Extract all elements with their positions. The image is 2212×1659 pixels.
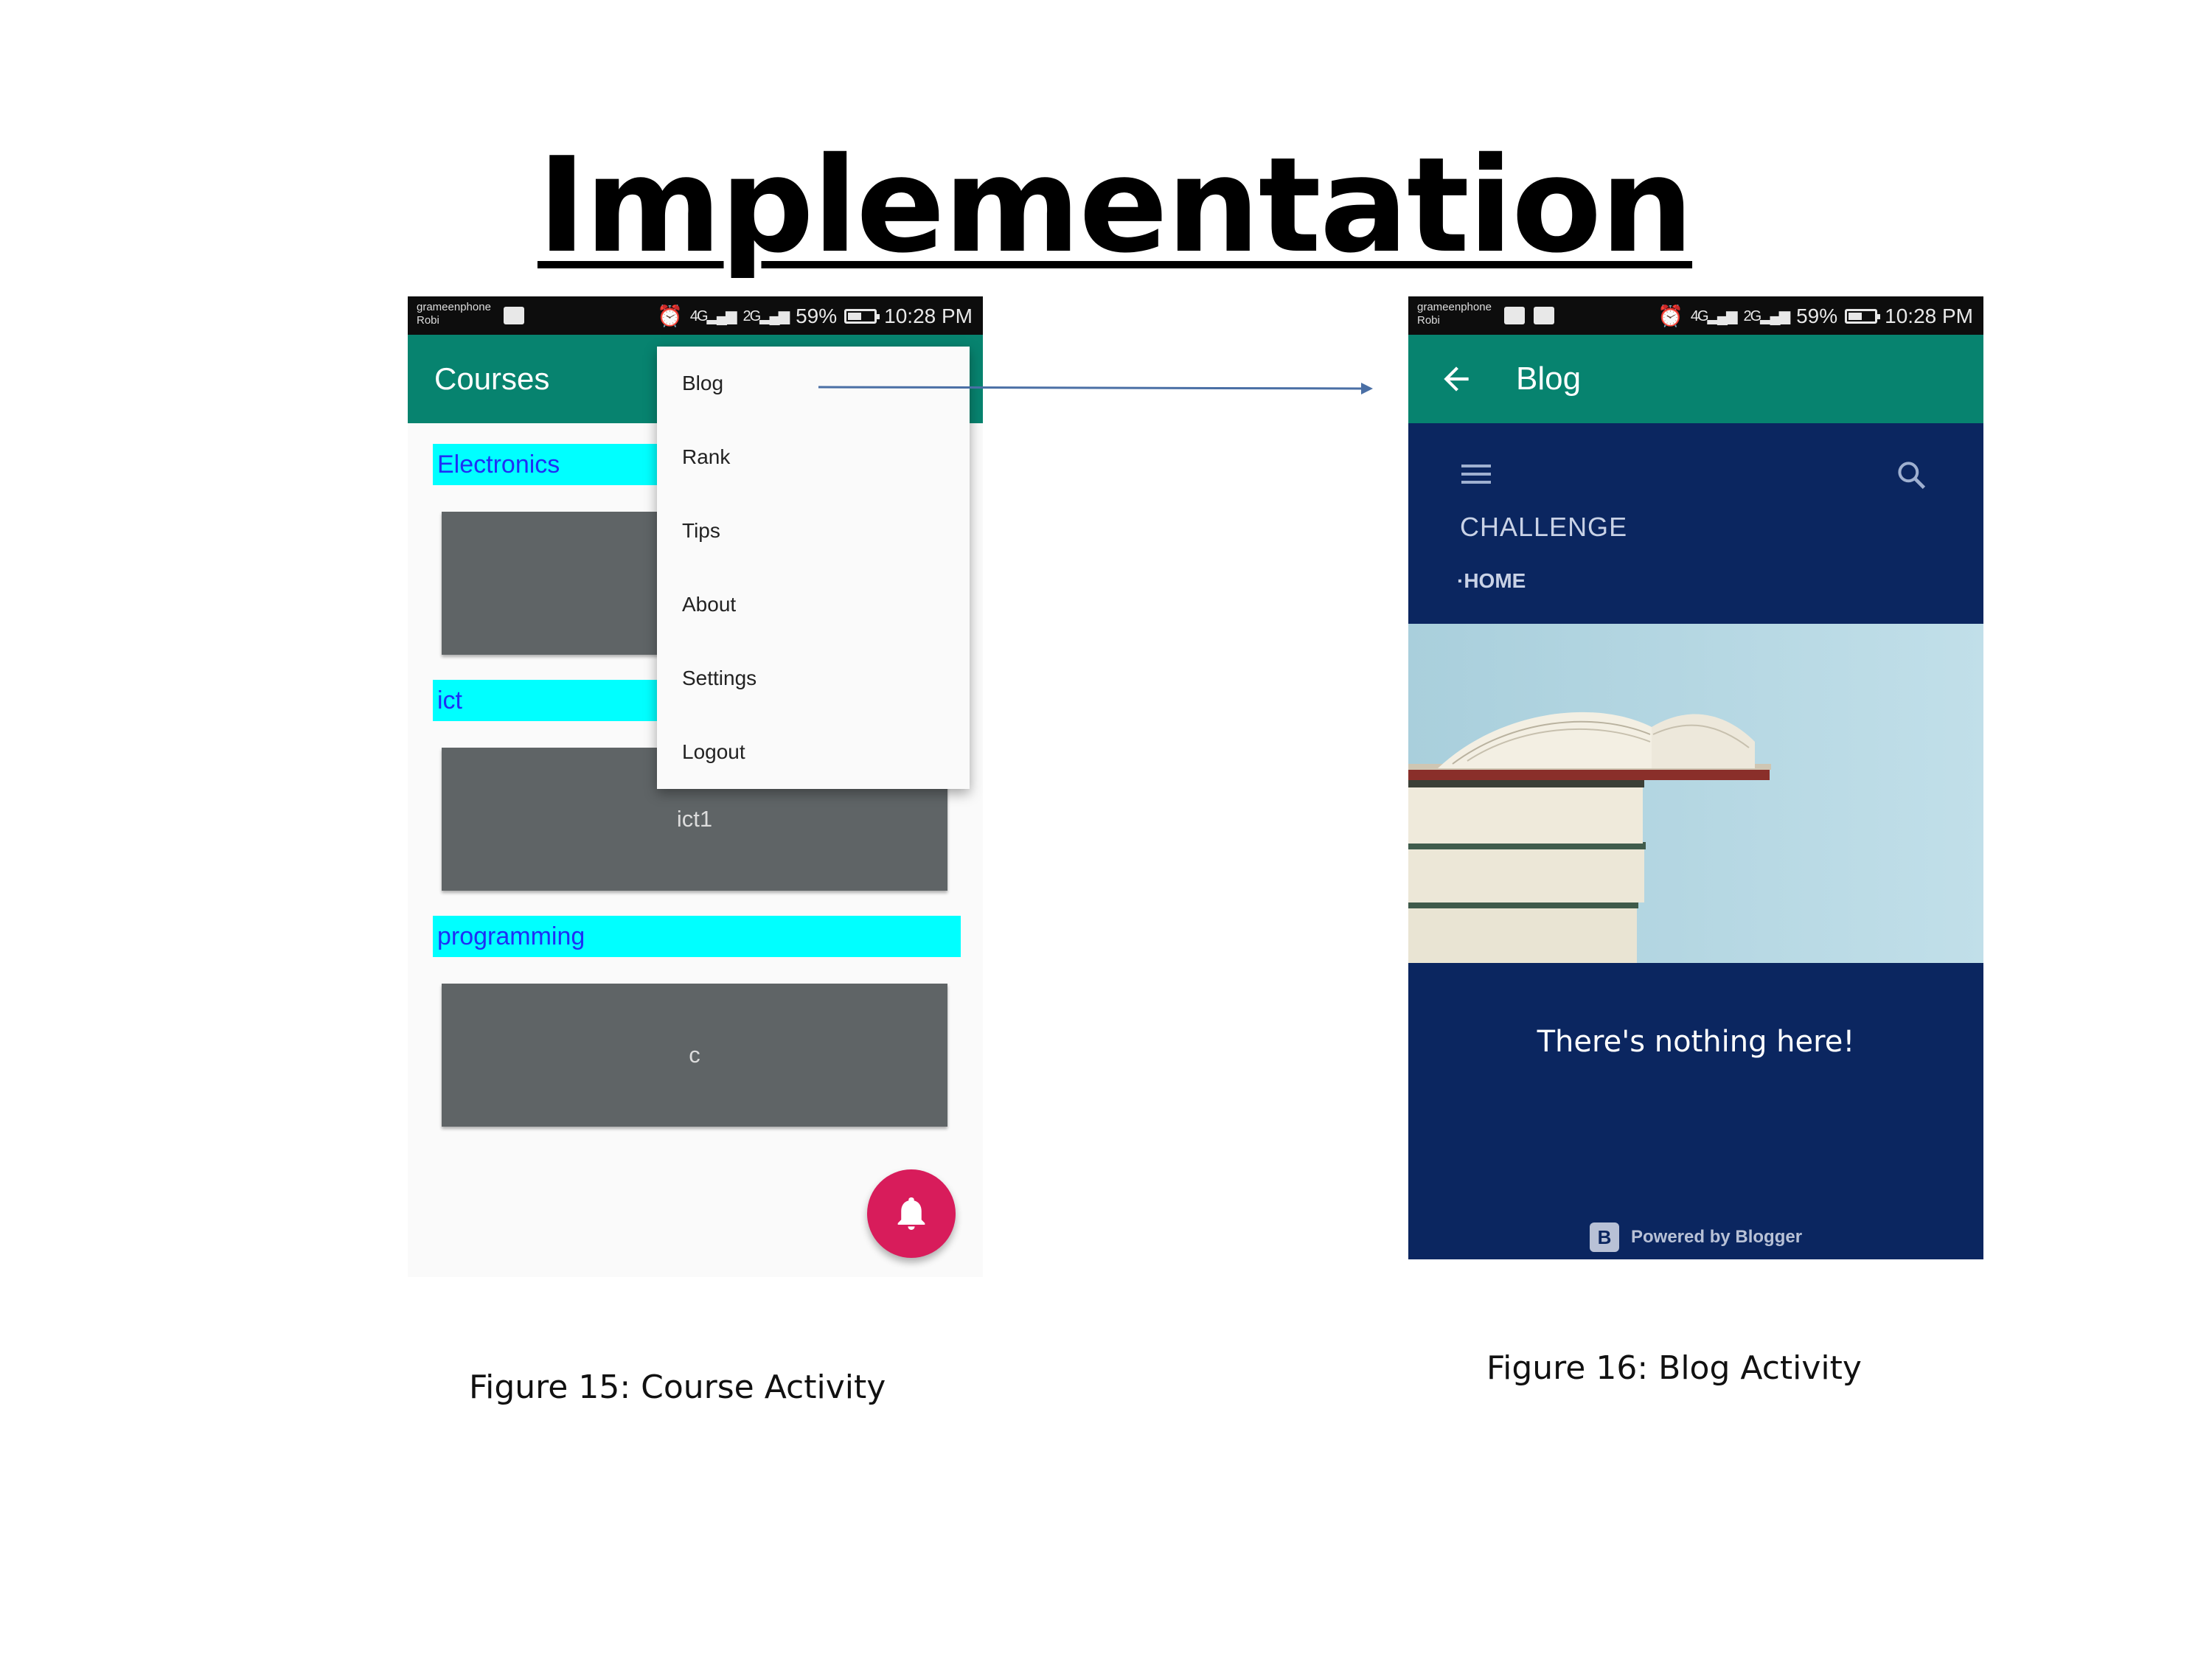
menu-item-settings[interactable]: Settings — [682, 667, 757, 689]
battery-icon — [844, 308, 880, 324]
blog-brand-name[interactable]: CHALLENGE — [1460, 512, 1628, 542]
caption-blog-activity: Figure 16: Blog Activity — [1486, 1349, 1862, 1387]
carrier-line-1-blog: grameenphone — [1417, 301, 1492, 313]
status-bar-blog: grameenphone Robi ⏰ 4G▂▄▆ 2G▂▄▆ 59% 10:2… — [1408, 296, 1983, 335]
section-label-programming: programming — [433, 916, 961, 957]
carrier-names-blog: grameenphone Robi — [1417, 301, 1492, 327]
menu-item-about[interactable]: About — [682, 593, 737, 616]
overflow-menu: Blog Rank Tips About Settings Logout — [657, 347, 970, 789]
carrier-line-2-blog: Robi — [1417, 314, 1440, 327]
course-card-c[interactable]: c — [442, 984, 947, 1127]
back-arrow-icon[interactable] — [1438, 361, 1475, 397]
blogger-logo-icon: B — [1590, 1222, 1619, 1252]
signal-4g-icon-blog: 4G▂▄▆ — [1690, 308, 1738, 324]
empty-state-message: There's nothing here! — [1537, 1025, 1855, 1059]
blog-header: CHALLENGE ·HOME — [1408, 423, 1983, 624]
bell-icon — [897, 1197, 925, 1230]
blog-title: Blog — [1516, 361, 1582, 397]
menu-item-tips[interactable]: Tips — [682, 519, 720, 542]
battery-percent: 59% — [796, 304, 838, 327]
battery-percent-blog: 59% — [1796, 304, 1838, 327]
menu-item-rank[interactable]: Rank — [682, 445, 731, 468]
battery-icon-blog — [1845, 308, 1881, 324]
alarm-icon-blog: ⏰ — [1657, 305, 1683, 327]
hamburger-menu-icon[interactable] — [1460, 462, 1492, 487]
powered-by-text: Powered by Blogger — [1631, 1227, 1803, 1247]
image-icon — [1504, 307, 1525, 324]
signal-4g-icon: 4G▂▄▆ — [689, 308, 737, 324]
carrier-names: grameenphone Robi — [417, 301, 491, 327]
notification-fab[interactable] — [867, 1169, 956, 1258]
status-indicators: ⏰ 4G▂▄▆ 2G▂▄▆ 59% 10:28 PM — [657, 304, 973, 328]
books-hero-image — [1408, 624, 1983, 963]
carrier-line-1: grameenphone — [417, 301, 491, 313]
clock-blog: 10:28 PM — [1885, 304, 1973, 327]
signal-2g-icon: 2G▂▄▆ — [742, 308, 790, 324]
wifi-icon — [504, 307, 524, 324]
alarm-icon: ⏰ — [656, 305, 683, 327]
wifi-icon-blog — [1534, 307, 1554, 324]
blog-app-bar: Blog — [1408, 335, 1983, 423]
courses-title: Courses — [434, 361, 550, 396]
powered-by-blogger[interactable]: B Powered by Blogger — [1590, 1222, 1802, 1252]
menu-item-blog[interactable]: Blog — [682, 372, 724, 394]
clock: 10:28 PM — [884, 304, 973, 327]
books-illustration — [1408, 624, 1983, 963]
blog-activity-screen: grameenphone Robi ⏰ 4G▂▄▆ 2G▂▄▆ 59% 10:2… — [1408, 296, 1983, 1259]
search-icon[interactable] — [1895, 459, 1927, 491]
status-indicators-blog: ⏰ 4G▂▄▆ 2G▂▄▆ 59% 10:28 PM — [1658, 304, 1973, 328]
blog-nav-home[interactable]: ·HOME — [1457, 569, 1526, 592]
status-bar: grameenphone Robi ⏰ 4G▂▄▆ 2G▂▄▆ 59% 10:2… — [408, 296, 983, 335]
caption-course-activity: Figure 15: Course Activity — [469, 1368, 886, 1406]
signal-2g-icon-blog: 2G▂▄▆ — [1743, 308, 1790, 324]
carrier-line-2: Robi — [417, 314, 439, 327]
course-activity-screen: grameenphone Robi ⏰ 4G▂▄▆ 2G▂▄▆ 59% 10:2… — [408, 296, 983, 1277]
slide-title: Implementation — [537, 129, 1694, 282]
menu-item-logout[interactable]: Logout — [682, 740, 745, 763]
